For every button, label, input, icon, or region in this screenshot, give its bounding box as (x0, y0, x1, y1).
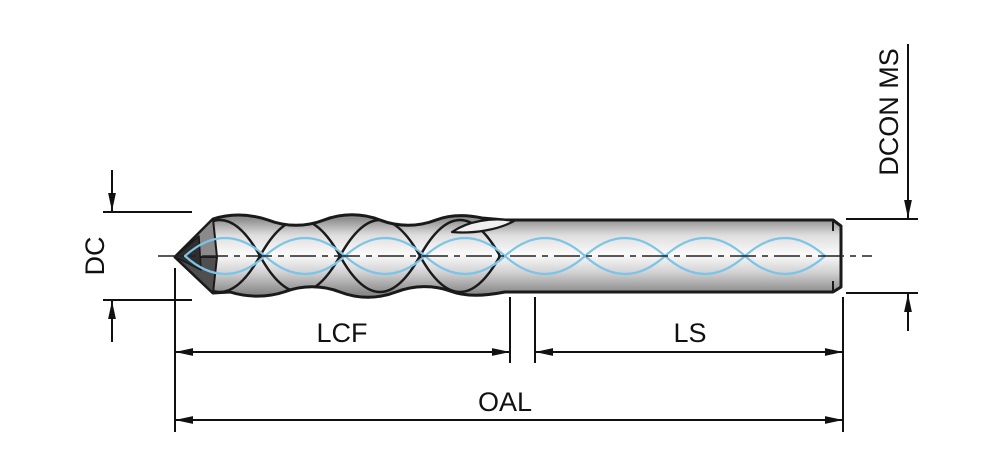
drill-bit (173, 213, 843, 299)
lcf-dimension: LCF (174, 268, 511, 432)
coolant-channel-lines (183, 236, 827, 276)
lcf-label: LCF (316, 318, 367, 348)
coolant-helix-line-2 (183, 236, 827, 276)
drill-tip (174, 218, 218, 294)
dc-label: DC (80, 237, 110, 276)
dcon-ms-dimension: DCON MS (846, 44, 918, 331)
oal-label: OAL (478, 387, 532, 417)
flute-runout (450, 218, 516, 234)
dcon-ms-label: DCON MS (874, 48, 904, 176)
ls-label: LS (673, 318, 706, 348)
oal-dimension: OAL (175, 387, 843, 424)
dc-dimension: DC (80, 170, 192, 342)
ls-dimension: LS (534, 297, 844, 432)
